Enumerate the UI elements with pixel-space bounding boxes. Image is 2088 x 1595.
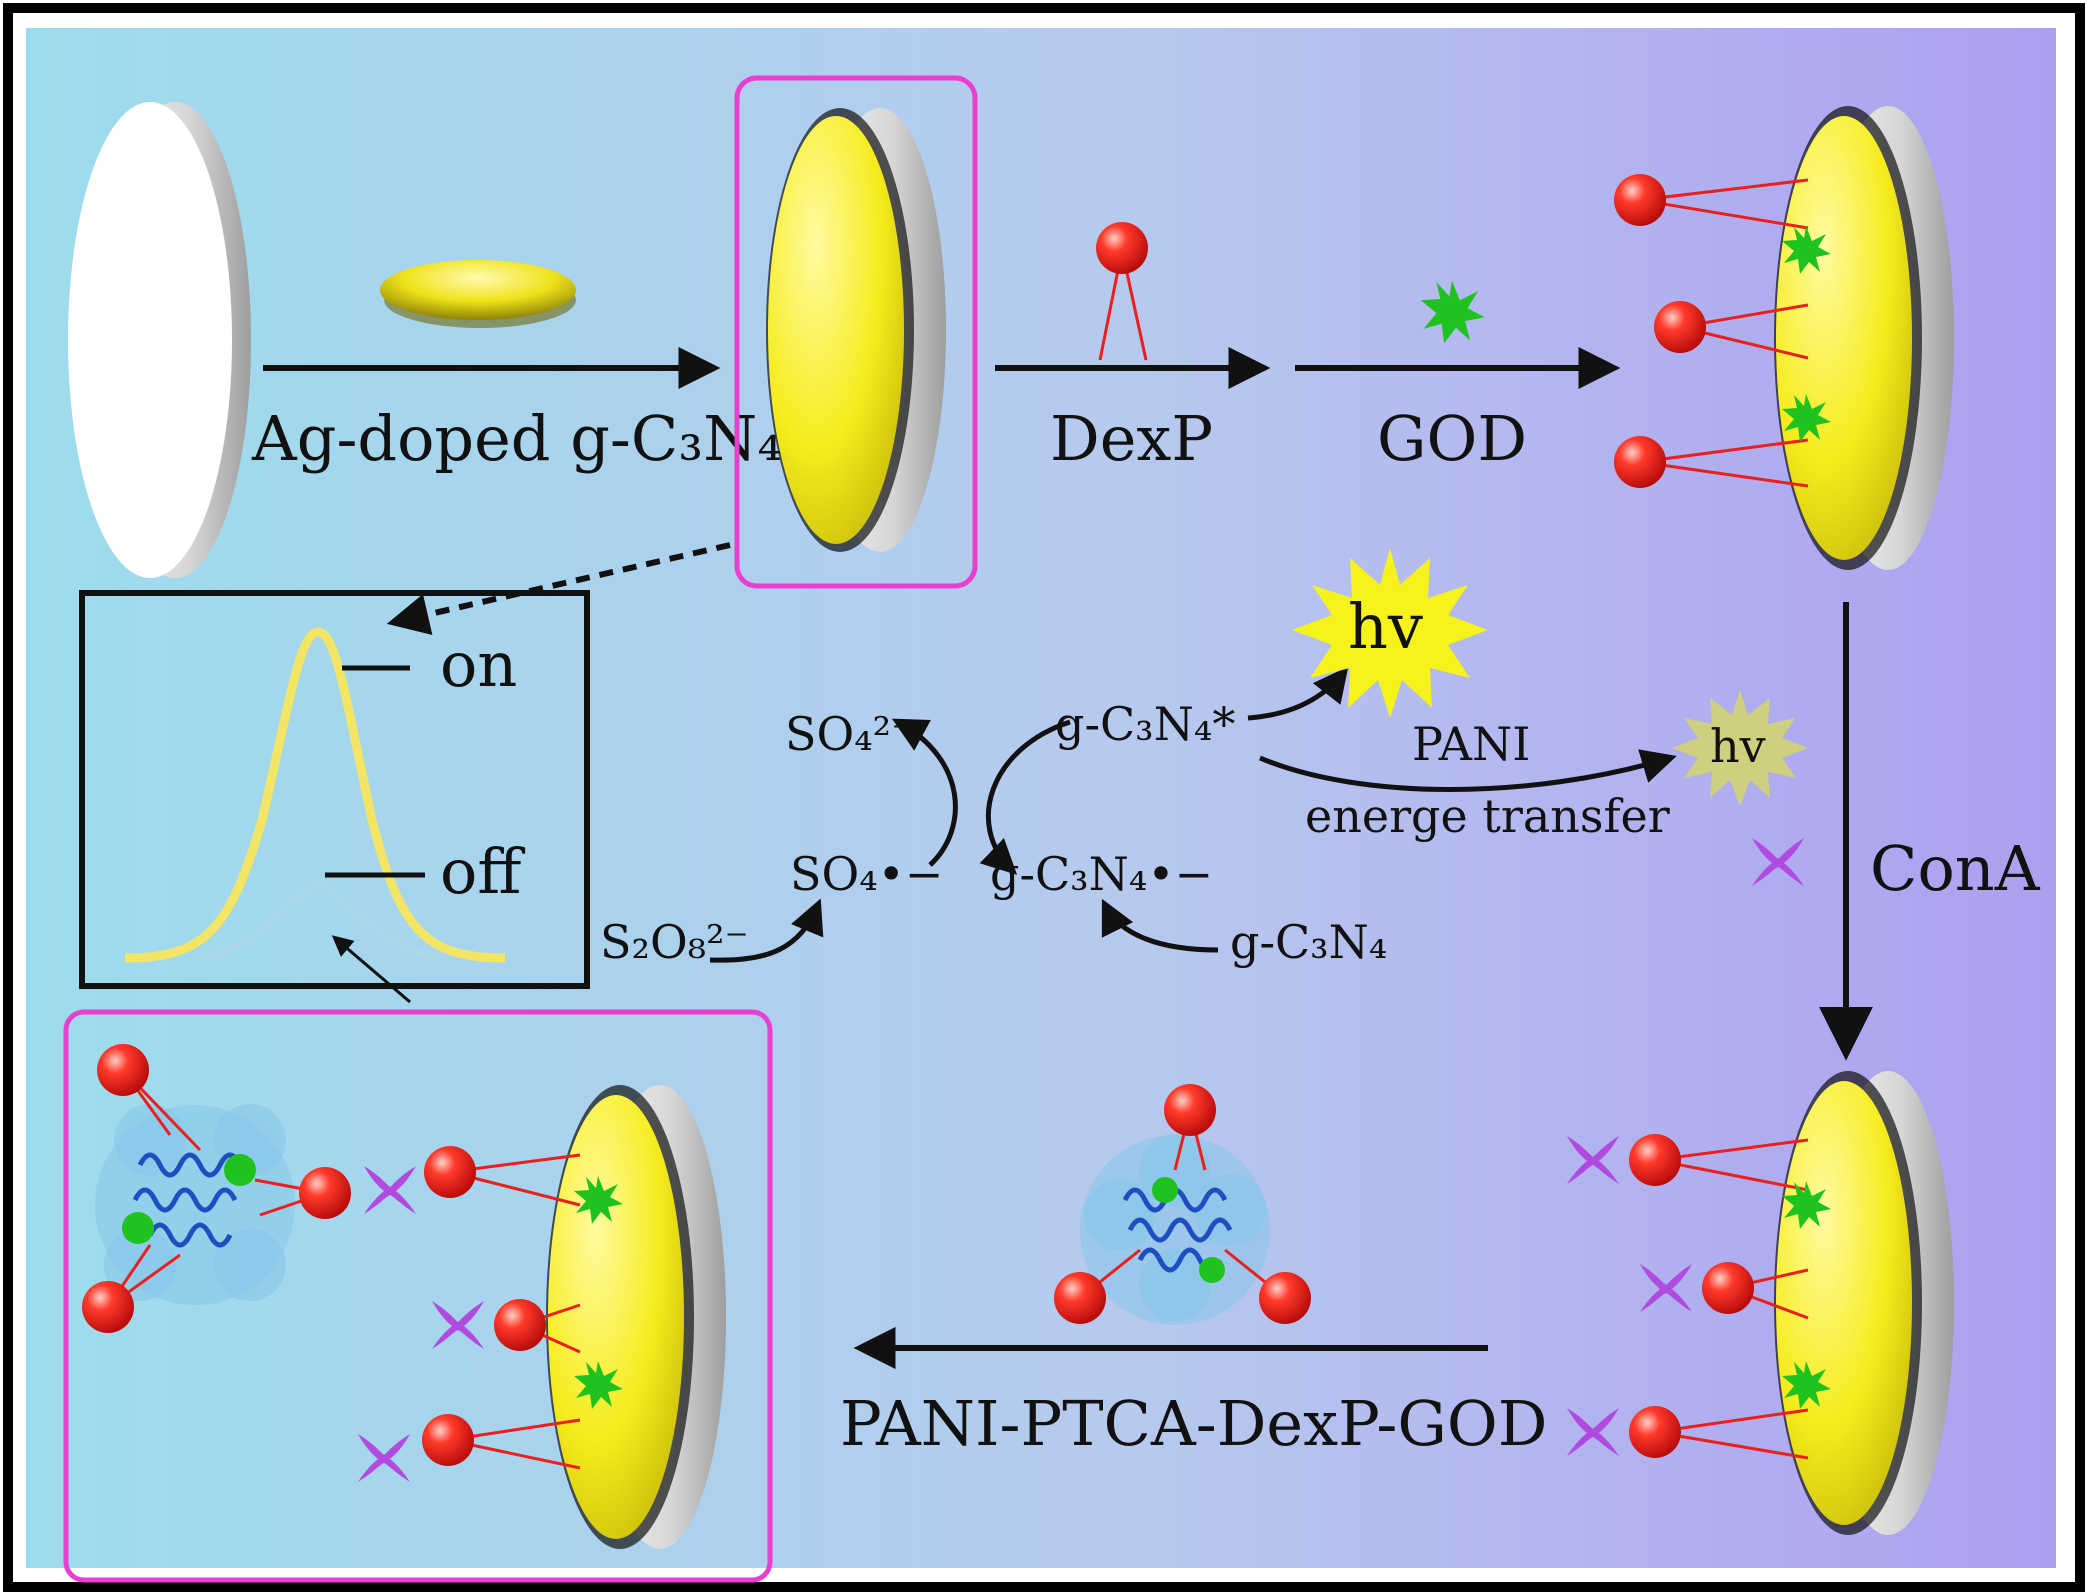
arrow-off-source: [331, 935, 411, 1004]
pani-ptca-probe-icon: [1054, 1084, 1311, 1325]
hv-bright-label: hv: [1348, 590, 1423, 663]
hv-dim-label: hv: [1710, 719, 1766, 773]
hv-dim-burst-icon: [1672, 690, 1808, 806]
label-cona: ConA: [1870, 832, 2041, 905]
so4-2minus: SO₄²⁻: [785, 707, 915, 761]
signal-box: [79, 590, 590, 989]
pani-label: PANI: [1412, 717, 1530, 771]
gradient-background: [26, 28, 2056, 1568]
energy-transfer-label: energe transfer: [1305, 789, 1670, 843]
hv-bright-burst-icon: [1292, 548, 1488, 718]
bare-electrode: [68, 102, 251, 578]
so4-radical: SO₄•−: [790, 847, 943, 901]
modified-electrode: [766, 108, 946, 552]
sandwich-probe-cluster: [82, 1044, 351, 1333]
gcn-ground: g-C₃N₄: [1230, 915, 1387, 969]
label-god: GOD: [1377, 402, 1527, 475]
dexp-icon: [1096, 222, 1148, 361]
signal-off-label: off: [440, 835, 525, 908]
s2o8-ion: S₂O₈²⁻: [600, 915, 749, 969]
highlight-box-electrode: [734, 75, 978, 589]
electrode-dexp-god: [1614, 106, 1954, 570]
ag-gcn-nanosheet-icon: [380, 260, 576, 328]
label-dexp: DexP: [1050, 402, 1213, 475]
electrode-cona: [1567, 1071, 1954, 1535]
signal-on-label: on: [440, 628, 517, 701]
label-modify: Ag-doped g-C₃N₄: [251, 402, 782, 475]
highlight-box-sandwich: [63, 1009, 773, 1583]
dashed-arrow-signal: [386, 542, 731, 635]
label-probe: PANI-PTCA-DexP-GOD: [840, 1387, 1547, 1460]
gcn-radical: g-C₃N₄•−: [990, 847, 1213, 901]
sandwich-electrode: [358, 1085, 726, 1549]
mechanism-arrows: [709, 666, 1677, 963]
gcn-excited: g-C₃N₄*: [1055, 697, 1235, 751]
